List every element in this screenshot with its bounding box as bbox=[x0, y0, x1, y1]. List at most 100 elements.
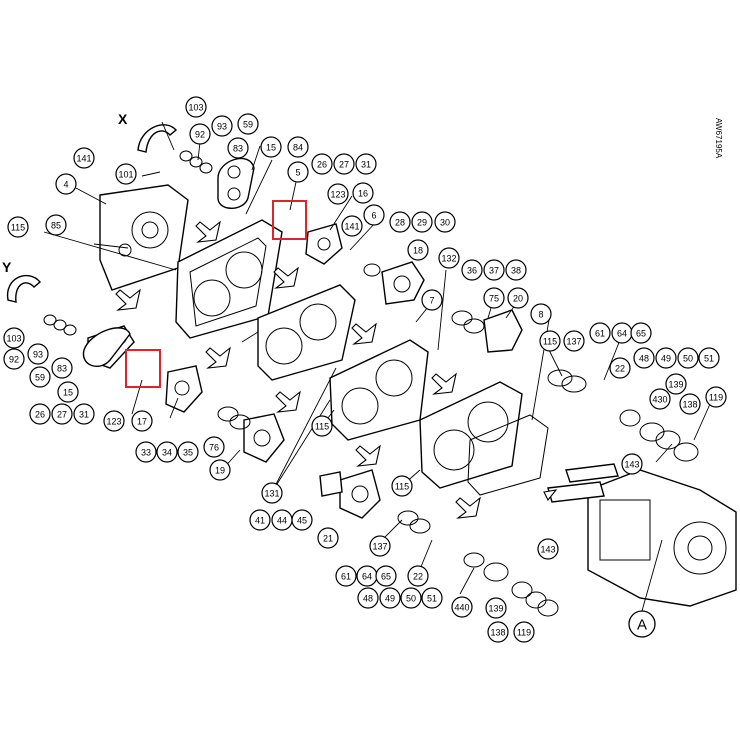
callout-label: 30 bbox=[440, 218, 450, 228]
callout-115: 115 bbox=[391, 475, 413, 497]
callout-label: 31 bbox=[361, 160, 371, 170]
callout-41: 41 bbox=[249, 509, 271, 531]
callout-65: 65 bbox=[375, 565, 397, 587]
leader-lines bbox=[43, 121, 711, 619]
callout-27: 27 bbox=[51, 403, 73, 425]
ring-stack-lower bbox=[397, 510, 559, 617]
callout-label: 36 bbox=[467, 266, 477, 276]
callout-49: 49 bbox=[379, 587, 401, 609]
callout-label: 22 bbox=[615, 364, 625, 374]
highlight-box-lower bbox=[125, 349, 161, 388]
callout-label: 45 bbox=[297, 516, 307, 526]
view-label-y: Y bbox=[2, 259, 12, 275]
callout-61: 61 bbox=[335, 565, 357, 587]
callout-label: 123 bbox=[106, 417, 121, 427]
callout-label: 92 bbox=[9, 355, 19, 365]
callout-label: 50 bbox=[683, 354, 693, 364]
callout-label: 15 bbox=[266, 143, 276, 153]
callout-label: 38 bbox=[511, 266, 521, 276]
callout-93: 93 bbox=[211, 115, 233, 137]
callout-label: 76 bbox=[209, 443, 219, 453]
callout-label: 28 bbox=[395, 218, 405, 228]
callout-label: 92 bbox=[195, 130, 205, 140]
callout-label: 141 bbox=[76, 154, 91, 164]
callout-label: 4 bbox=[63, 180, 68, 190]
callout-label: 59 bbox=[243, 120, 253, 130]
flange-16 bbox=[305, 223, 343, 265]
callout-label: 51 bbox=[704, 354, 714, 364]
callout-141: 141 bbox=[73, 147, 95, 169]
callout-59: 59 bbox=[237, 113, 259, 135]
callout-label: 41 bbox=[255, 516, 265, 526]
callout-123: 123 bbox=[103, 410, 125, 432]
callout-label: 93 bbox=[33, 350, 43, 360]
callout-label: 35 bbox=[183, 448, 193, 458]
callout-label: 26 bbox=[35, 410, 45, 420]
callout-label: 123 bbox=[330, 190, 345, 200]
callout-label: 119 bbox=[709, 393, 723, 403]
retainer-83-top bbox=[217, 157, 255, 209]
callout-64: 64 bbox=[611, 322, 633, 344]
callout-61: 61 bbox=[589, 322, 611, 344]
bearing-17 bbox=[165, 365, 203, 413]
callout-17: 17 bbox=[131, 410, 153, 432]
callout-38: 38 bbox=[505, 259, 527, 281]
callout-27: 27 bbox=[333, 153, 355, 175]
callout-label: 131 bbox=[264, 489, 279, 499]
callout-18: 18 bbox=[407, 239, 429, 261]
callout-15: 15 bbox=[57, 381, 79, 403]
assembly-callout-a: A bbox=[628, 610, 656, 638]
callout-51: 51 bbox=[698, 347, 720, 369]
callout-75: 75 bbox=[483, 287, 505, 309]
assembly-arrows bbox=[115, 220, 558, 519]
callout-label: 51 bbox=[427, 594, 437, 604]
callout-137: 137 bbox=[563, 330, 585, 352]
end-cover-left bbox=[99, 184, 189, 291]
callout-19: 19 bbox=[209, 459, 231, 481]
callout-label: 61 bbox=[341, 572, 351, 582]
callout-label: 31 bbox=[79, 410, 89, 420]
callout-label: 50 bbox=[406, 594, 416, 604]
callout-103: 103 bbox=[185, 96, 207, 118]
callout-132: 132 bbox=[438, 247, 460, 269]
callout-6: 6 bbox=[363, 204, 385, 226]
callout-label: 137 bbox=[372, 542, 387, 552]
callout-26: 26 bbox=[29, 403, 51, 425]
callout-label: 83 bbox=[57, 364, 67, 374]
callout-119: 119 bbox=[513, 621, 535, 643]
ring-stack-upper-right bbox=[547, 369, 699, 462]
seal-ring bbox=[467, 414, 549, 496]
callout-430: 430 bbox=[649, 388, 671, 410]
callout-label: 44 bbox=[277, 516, 287, 526]
callout-label: 34 bbox=[162, 448, 172, 458]
callout-76: 76 bbox=[203, 436, 225, 458]
callout-65: 65 bbox=[630, 322, 652, 344]
callout-label: 137 bbox=[566, 337, 581, 347]
highlight-box-upper bbox=[272, 200, 307, 240]
callout-label: 65 bbox=[636, 329, 646, 339]
callout-34: 34 bbox=[156, 441, 178, 463]
callout-label: 49 bbox=[661, 354, 671, 364]
callout-label: 115 bbox=[543, 337, 557, 347]
callout-label: 8 bbox=[538, 310, 543, 320]
callout-label: 16 bbox=[358, 189, 368, 199]
callout-label: 64 bbox=[362, 572, 372, 582]
ring-stack-left bbox=[43, 150, 213, 336]
gear-housing-2 bbox=[329, 339, 429, 441]
svg-text:A: A bbox=[637, 617, 647, 634]
callout-119: 119 bbox=[705, 386, 727, 408]
callout-123: 123 bbox=[327, 183, 349, 205]
callout-137: 137 bbox=[369, 535, 391, 557]
callout-84: 84 bbox=[287, 136, 309, 158]
callout-label: 49 bbox=[385, 594, 395, 604]
callout-label: 48 bbox=[639, 354, 649, 364]
callout-5: 5 bbox=[287, 161, 309, 183]
callout-48: 48 bbox=[633, 347, 655, 369]
callout-28: 28 bbox=[389, 211, 411, 233]
callout-label: 75 bbox=[489, 294, 499, 304]
callout-label: 48 bbox=[363, 594, 373, 604]
callout-92: 92 bbox=[3, 348, 25, 370]
flange-20 bbox=[483, 309, 523, 353]
callout-label: 115 bbox=[395, 482, 409, 492]
